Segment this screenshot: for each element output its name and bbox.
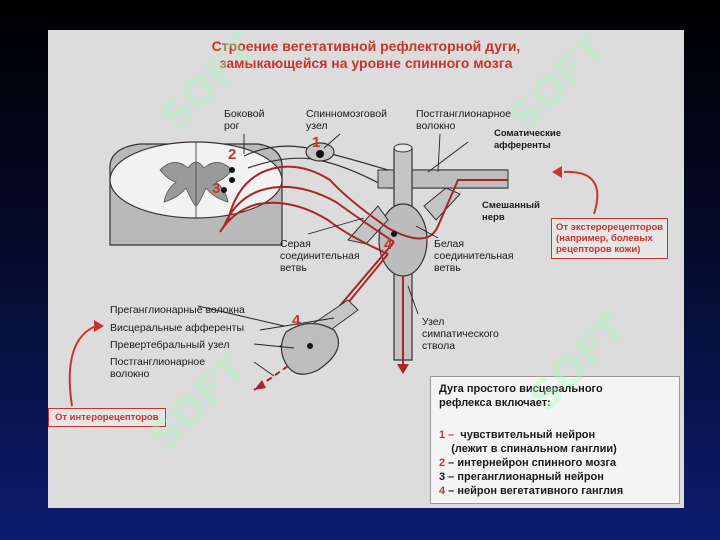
label-mixed-nerve: Смешанный нерв xyxy=(482,200,540,223)
label-spinal-ganglion: Спинномозговой узел xyxy=(306,108,387,132)
interoceptor-arrowhead xyxy=(94,320,104,332)
summary-item-3-text: – преганглионарный нейрон xyxy=(445,471,604,483)
label-visceral-afferents: Висцеральные афференты xyxy=(110,322,245,334)
leader-lines xyxy=(197,133,469,377)
slide-title-line-2: замыкающейся на уровне спинного мозга xyxy=(219,55,513,71)
label-prevertebral-ganglion: Превертебральный узел xyxy=(110,339,230,351)
summary-item-2-text: – интернейрон спинного мозга xyxy=(445,457,617,469)
label-lateral-horn: Боковой рог xyxy=(224,108,265,132)
reflex-summary-box: Дуга простого висцерального рефлекса вкл… xyxy=(430,376,680,504)
summary-item-4-number: 4 xyxy=(439,485,446,497)
summary-item-3: 3 – преганглионарный нейрон xyxy=(439,471,604,483)
summary-item-1-number: 1 – xyxy=(439,429,455,441)
label-white-ramus: Белая соединительная ветвь xyxy=(434,238,514,274)
neuron-number-4-prevertebral: 4 xyxy=(292,312,301,329)
summary-item-1-note: (лежит в спинальном ганглии) xyxy=(439,443,617,455)
summary-item-4-text: – нейрон вегетативного ганглия xyxy=(445,485,624,497)
label-postganglionic-fiber-bottom: Постганглионарное волокно xyxy=(110,356,206,380)
exteroceptor-arrowhead xyxy=(552,166,562,178)
prevertebral-ganglion xyxy=(253,299,359,391)
spinal-cord xyxy=(109,141,283,246)
label-sympathetic-trunk-ganglion: Узел симпатического ствола xyxy=(422,316,499,352)
summary-item-1: 1 – чувствительный нейрон xyxy=(439,429,595,441)
neuron-bodies xyxy=(221,150,397,349)
summary-item-3-number: 3 xyxy=(439,471,446,483)
label-gray-ramus: Серая соединительная ветвь xyxy=(280,238,360,274)
trunk-arrow xyxy=(397,276,409,374)
label-postganglionic-fiber-top: Постганглионарное волокно xyxy=(416,108,512,132)
summary-item-1-text: чувствительный нейрон xyxy=(454,429,596,441)
interoceptors-box: От интерорецепторов xyxy=(48,408,166,427)
summary-item-2-number: 2 xyxy=(439,457,446,469)
reflex-arc-diagram xyxy=(68,133,599,407)
receptor-arrows xyxy=(68,170,599,407)
neuron-number-2: 2 xyxy=(228,146,237,163)
summary-heading-2: рефлекса включает: xyxy=(439,397,551,409)
exteroceptors-box: От экстерорецепторов (например, болевых … xyxy=(551,218,669,259)
label-preganglionic-fibers: Преганглионарные волокна xyxy=(110,304,245,316)
neuron-number-1: 1 xyxy=(312,134,321,151)
neuron-number-3: 3 xyxy=(212,180,221,197)
slide-title-line-1: Строение вегетативной рефлекторной дуги, xyxy=(211,38,521,54)
summary-item-2: 2 – интернейрон спинного мозга xyxy=(439,457,616,469)
label-somatic-afferents: Соматические афференты xyxy=(494,128,562,151)
diagram-slide: Строение вегетативной рефлекторной дуги,… xyxy=(48,30,684,508)
summary-heading-1: Дуга простого висцерального xyxy=(439,383,603,395)
neuron-number-4-trunk: 4 xyxy=(384,236,393,253)
nerve-roots xyxy=(243,142,508,189)
summary-item-4: 4 – нейрон вегетативного ганглия xyxy=(439,485,623,497)
